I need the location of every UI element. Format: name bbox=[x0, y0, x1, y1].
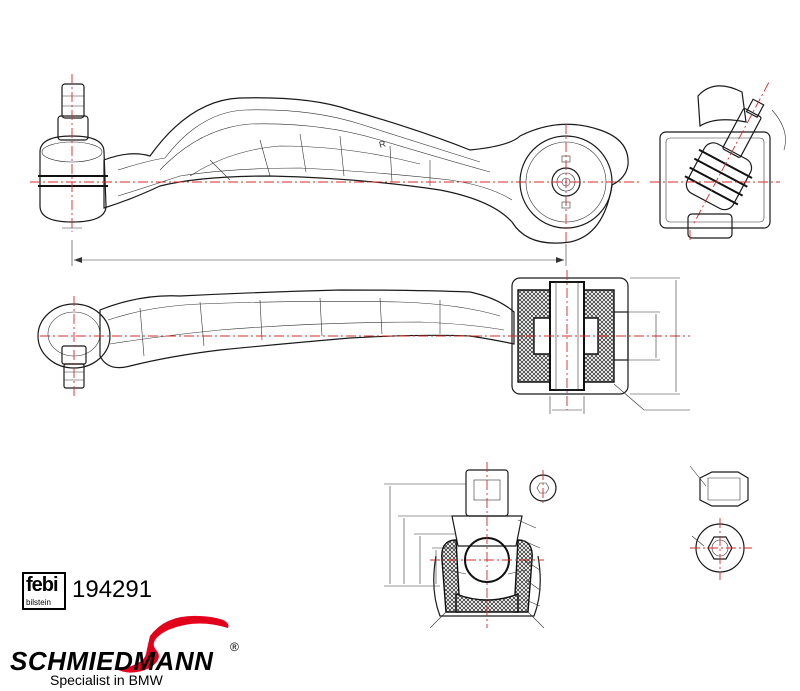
schmiedmann-wordmark: SCHMIEDMANN bbox=[10, 646, 214, 676]
logo-tagline: Specialist in BMW bbox=[50, 672, 163, 688]
arm-front-view bbox=[37, 270, 690, 414]
nut-views bbox=[689, 465, 752, 580]
brand-box-subtext: bilstein bbox=[26, 598, 51, 607]
part-number: 194291 bbox=[72, 576, 153, 603]
febi-bilstein-logo: febi bilstein bbox=[22, 572, 66, 610]
schmiedmann-swoosh-logo bbox=[118, 615, 229, 673]
arm-top-view: R bbox=[30, 74, 640, 266]
arm-stamp-text: R bbox=[378, 138, 387, 149]
registered-mark: ® bbox=[230, 640, 239, 654]
brand-box-text: febi bbox=[26, 574, 59, 596]
ball-joint-section bbox=[384, 462, 557, 629]
arm-end-view bbox=[650, 82, 786, 242]
